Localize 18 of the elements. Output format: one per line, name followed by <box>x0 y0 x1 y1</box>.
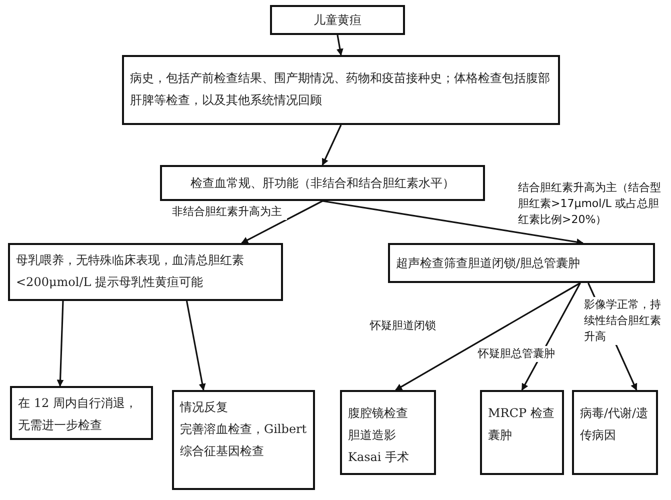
process-box: 病史，包括产前检查结果、围产期情况、药物和疫苗接种史；体格检查包括腹部肝脾等检查，以及其他系统情况回顾 <box>122 55 560 125</box>
process-box: 检查血常规、肝功能（非结合和结合胆红素水平） <box>160 165 485 201</box>
arrow <box>241 200 323 244</box>
edge-label: 非结合胆红素升高为主 <box>172 204 287 220</box>
process-box: 母乳喂养，无特殊临床表现，血清总胆红素<200μmol/L 提示母乳性黄疸可能 <box>8 243 283 301</box>
process-box: 病毒/代谢/遗传病因 <box>572 390 658 475</box>
arrow <box>56 300 64 387</box>
arrow <box>336 34 344 56</box>
arrow <box>322 124 342 166</box>
process-box: 情况反复 完善溶血检查，Gilbert 综合征基因检查 <box>172 390 315 490</box>
arrow <box>186 300 206 391</box>
process-box: 腹腔镜检查 胆道造影 Kasai 手术 <box>340 390 436 475</box>
process-box: 在 12 周内自行消退，无需进一步检查 <box>10 386 153 440</box>
arrow <box>322 200 584 246</box>
process-box: 超声检查筛查胆道闭锁/胆总管囊肿 <box>388 243 655 283</box>
process-box: MRCP 检查囊肿 <box>480 390 564 475</box>
arrow <box>395 282 581 391</box>
title-box: 儿童黄疸 <box>270 5 405 35</box>
